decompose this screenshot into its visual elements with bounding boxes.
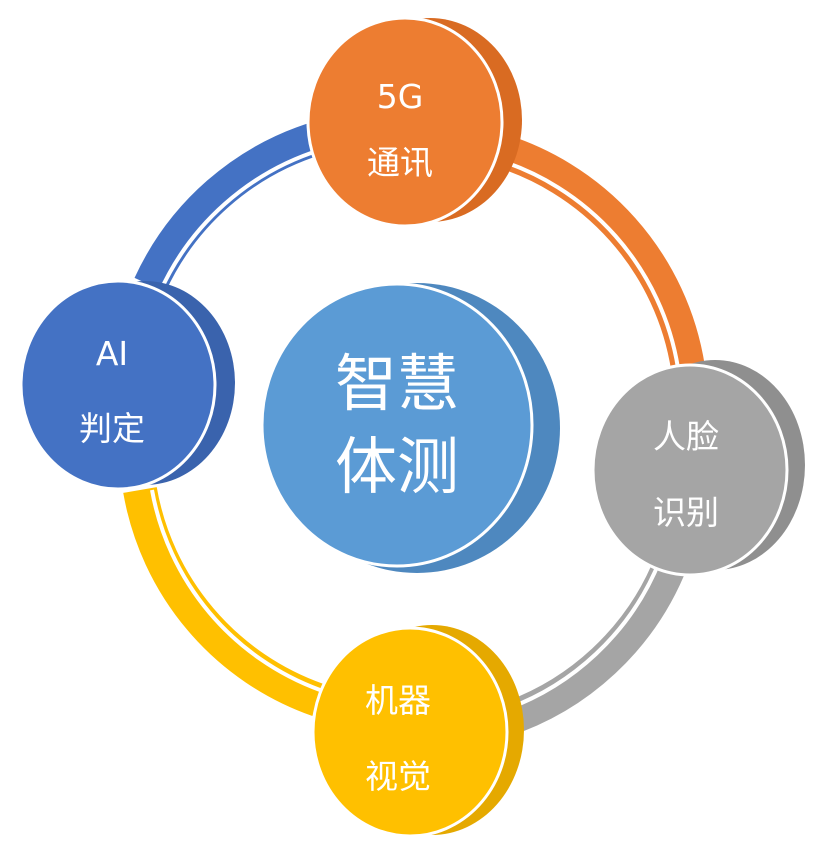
node-right-label-line1: 人脸 xyxy=(653,417,719,456)
ring-arc-bottom-left xyxy=(123,486,324,717)
node-machine-vision: 机器 视觉 xyxy=(311,625,524,838)
node-top-label-line2: 通讯 xyxy=(367,143,433,182)
ring-arc-right-bottom xyxy=(492,553,688,739)
center-node-label-line1: 智慧 xyxy=(335,347,459,420)
ring-arc-top-right-highlight xyxy=(491,156,680,369)
node-right-label-line2: 识别 xyxy=(653,493,719,532)
node-face-recognition: 人脸 识别 xyxy=(591,360,805,577)
node-left-label-line1: AI xyxy=(96,334,128,373)
node-5g-communication: 5G 通讯 xyxy=(306,16,522,228)
ring-arc-left-top-highlight xyxy=(158,148,321,293)
node-ai-judgment: AI 判定 xyxy=(19,279,235,491)
ring-arc-top-right xyxy=(487,131,705,371)
ring-arc-bottom-left-highlight xyxy=(150,489,321,692)
center-node-face xyxy=(260,282,534,568)
center-node: 智慧 体测 xyxy=(260,282,560,573)
ring xyxy=(123,121,705,739)
node-bottom-label-line2: 视觉 xyxy=(365,757,431,796)
node-top-face xyxy=(306,16,504,228)
center-node-label-line2: 体测 xyxy=(335,430,459,503)
node-bottom-face xyxy=(311,626,509,838)
ring-arc-left-top xyxy=(134,121,324,293)
node-right-face xyxy=(591,363,789,577)
ring-arc-right-bottom-highlight xyxy=(497,559,662,714)
node-left-label-line2: 判定 xyxy=(79,409,145,448)
node-bottom-label-line1: 机器 xyxy=(365,681,431,720)
node-top-label-line1: 5G xyxy=(377,77,424,116)
node-left-face xyxy=(19,279,217,491)
